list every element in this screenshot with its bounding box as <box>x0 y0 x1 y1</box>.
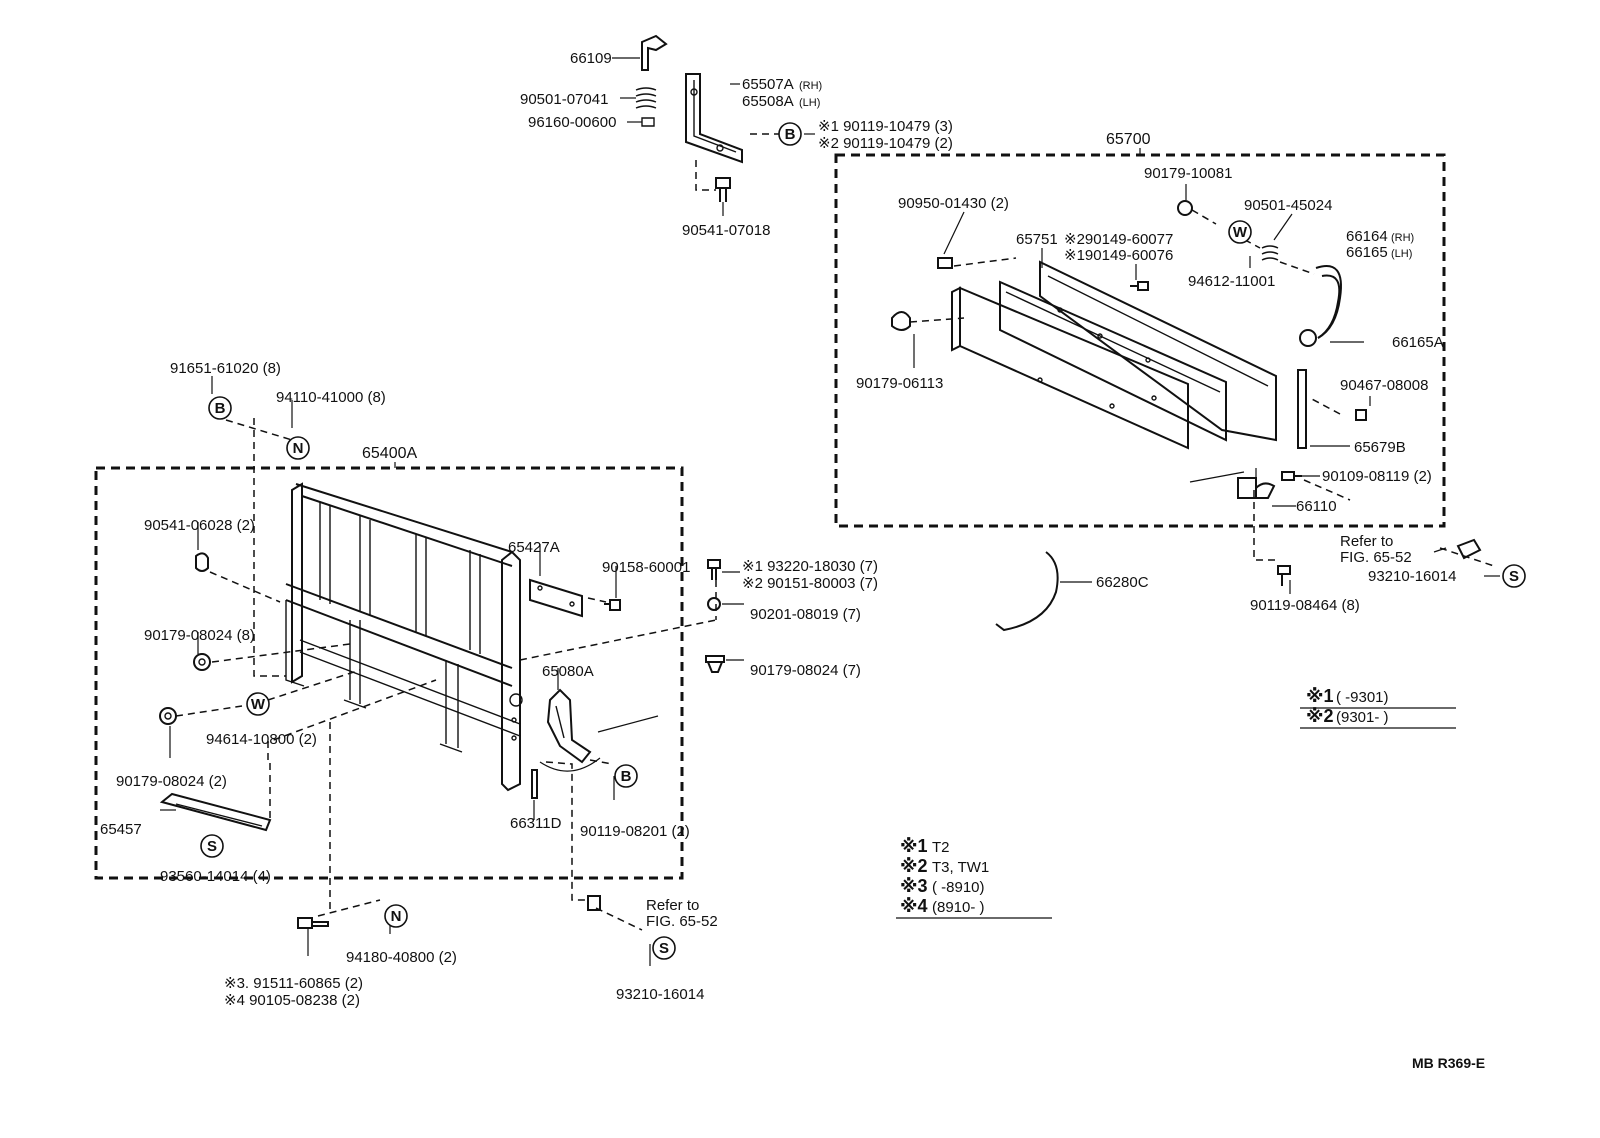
part-label: 65751 <box>1016 231 1058 248</box>
note-text: T3, TW1 <box>932 859 989 876</box>
part-label: Refer to <box>646 897 699 914</box>
part-label: 90179-10081 <box>1144 165 1232 182</box>
part-label: 65457 <box>100 821 142 838</box>
svg-text:S: S <box>1509 568 1519 585</box>
part-label-suffix: (RH) <box>799 80 822 92</box>
part-label: ※1 93220-18030 (7) <box>742 558 878 575</box>
part-label: 93210-16014 <box>1368 568 1456 585</box>
svg-text:N: N <box>293 440 304 457</box>
part-label: 90541-07018 <box>682 222 770 239</box>
part-label: 90109-08119 (2) <box>1322 468 1432 485</box>
note-mark: ※4 <box>900 896 928 916</box>
applicability-notes-right: ※1 ( -9301) ※2 (9301- ) <box>1300 686 1456 729</box>
part-label: FIG. 65-52 <box>646 913 718 930</box>
part-label: 66109 <box>570 50 612 67</box>
part-label: 91651-61020 (8) <box>170 360 281 377</box>
part-label: 94612-11001 <box>1188 273 1275 290</box>
note-text: (8910- ) <box>932 899 985 916</box>
part-label: 90467-08008 <box>1340 377 1428 394</box>
svg-text:B: B <box>785 126 796 143</box>
part-label: ※190149-60076 <box>1064 247 1173 264</box>
svg-text:N: N <box>391 908 402 925</box>
symbol-S-bottom: S <box>652 936 676 960</box>
symbol-W-right: W <box>1228 220 1252 244</box>
part-label: 94614-10800 (2) <box>206 731 317 748</box>
hinge-bracket-group <box>612 34 815 216</box>
part-label-suffix: (LH) <box>799 97 820 109</box>
part-label: 96160-00600 <box>528 114 616 131</box>
part-label: 90179-08024 (2) <box>116 773 227 790</box>
part-label: 90158-60001 <box>602 559 690 576</box>
part-label: 90119-08201 (2) <box>580 823 690 840</box>
part-label: 90501-07041 <box>520 91 608 108</box>
part-label-suffix: (LH) <box>1391 248 1412 260</box>
note-mark: ※1 <box>1306 686 1334 706</box>
note-mark: ※2 <box>1306 706 1334 726</box>
part-label: 93560-14014 (4) <box>160 868 271 885</box>
svg-text:W: W <box>251 696 266 713</box>
part-label: 65508A <box>742 93 794 110</box>
part-label: 66110 <box>1296 498 1337 515</box>
symbol-W-left: W <box>246 692 270 716</box>
part-label: FIG. 65-52 <box>1340 549 1412 566</box>
svg-text:S: S <box>659 940 669 957</box>
part-label: 66165 <box>1346 244 1388 261</box>
part-label: ※2 90119-10479 (2) <box>818 135 953 152</box>
part-label: 65507A <box>742 76 794 93</box>
note-text: ( -9301) <box>1336 689 1389 706</box>
note-mark: ※3 <box>900 876 928 896</box>
part-label: 90179-08024 (7) <box>750 662 861 679</box>
symbol-B-left: B <box>208 396 232 420</box>
svg-text:W: W <box>1233 224 1248 241</box>
part-label: 94110-41000 (8) <box>276 389 386 406</box>
svg-text:S: S <box>207 838 217 855</box>
part-label: 66164 <box>1346 228 1388 245</box>
part-label: ※2 90151-80003 (7) <box>742 575 878 592</box>
svg-text:B: B <box>215 400 226 417</box>
note-text: ( -8910) <box>932 879 985 896</box>
part-label: 66165A <box>1392 334 1444 351</box>
symbol-N-top: N <box>286 436 310 460</box>
part-label: ※290149-60077 <box>1064 231 1173 248</box>
part-label: 93210-16014 <box>616 986 704 1003</box>
part-label: 90201-08019 (7) <box>750 606 861 623</box>
note-text: (9301- ) <box>1336 709 1389 726</box>
assembly-label-65400A: 65400A <box>362 445 417 462</box>
note-mark: ※2 <box>900 856 928 876</box>
tailgate-assembly <box>891 184 1500 632</box>
part-label: 66280C <box>1096 574 1149 591</box>
part-label: ※3. 91511-60865 (2) <box>224 975 363 992</box>
symbol-N-bottom: N <box>384 904 408 928</box>
part-label: 94180-40800 (2) <box>346 949 457 966</box>
assembly-label-65700: 65700 <box>1106 131 1151 148</box>
part-label: ※4 90105-08238 (2) <box>224 992 360 1009</box>
part-label: 66311D <box>510 815 562 832</box>
part-label: 90501-45024 <box>1244 197 1332 214</box>
part-label: 90541-06028 (2) <box>144 517 255 534</box>
part-label: 90179-08024 (8) <box>144 627 255 644</box>
drawing-code: MB R369-E <box>1412 1055 1485 1071</box>
headboard-assembly <box>159 376 744 966</box>
symbol-B-lock: B <box>614 764 638 788</box>
part-label: Refer to <box>1340 533 1393 550</box>
assembly-box-65400A <box>94 466 684 880</box>
note-mark: ※1 <box>900 836 928 856</box>
part-label: ※1 90119-10479 (3) <box>818 118 953 135</box>
part-label: 65427A <box>508 539 560 556</box>
note-text: T2 <box>932 839 950 856</box>
symbol-B-top: B <box>778 122 802 146</box>
part-label: 90179-06113 <box>856 375 943 392</box>
part-label: 65080A <box>542 663 594 680</box>
part-label-suffix: (RH) <box>1391 232 1414 244</box>
part-label: 65679B <box>1354 439 1406 456</box>
symbol-S-right: S <box>1502 564 1526 588</box>
part-label: 90950-01430 (2) <box>898 195 1009 212</box>
part-label: 90119-08464 (8) <box>1250 597 1360 614</box>
svg-text:B: B <box>621 768 632 785</box>
applicability-notes-center: ※1 T2 ※2 T3, TW1 ※3 ( -8910) ※4 (8910- ) <box>896 836 1052 919</box>
symbol-S-left: S <box>200 834 224 858</box>
